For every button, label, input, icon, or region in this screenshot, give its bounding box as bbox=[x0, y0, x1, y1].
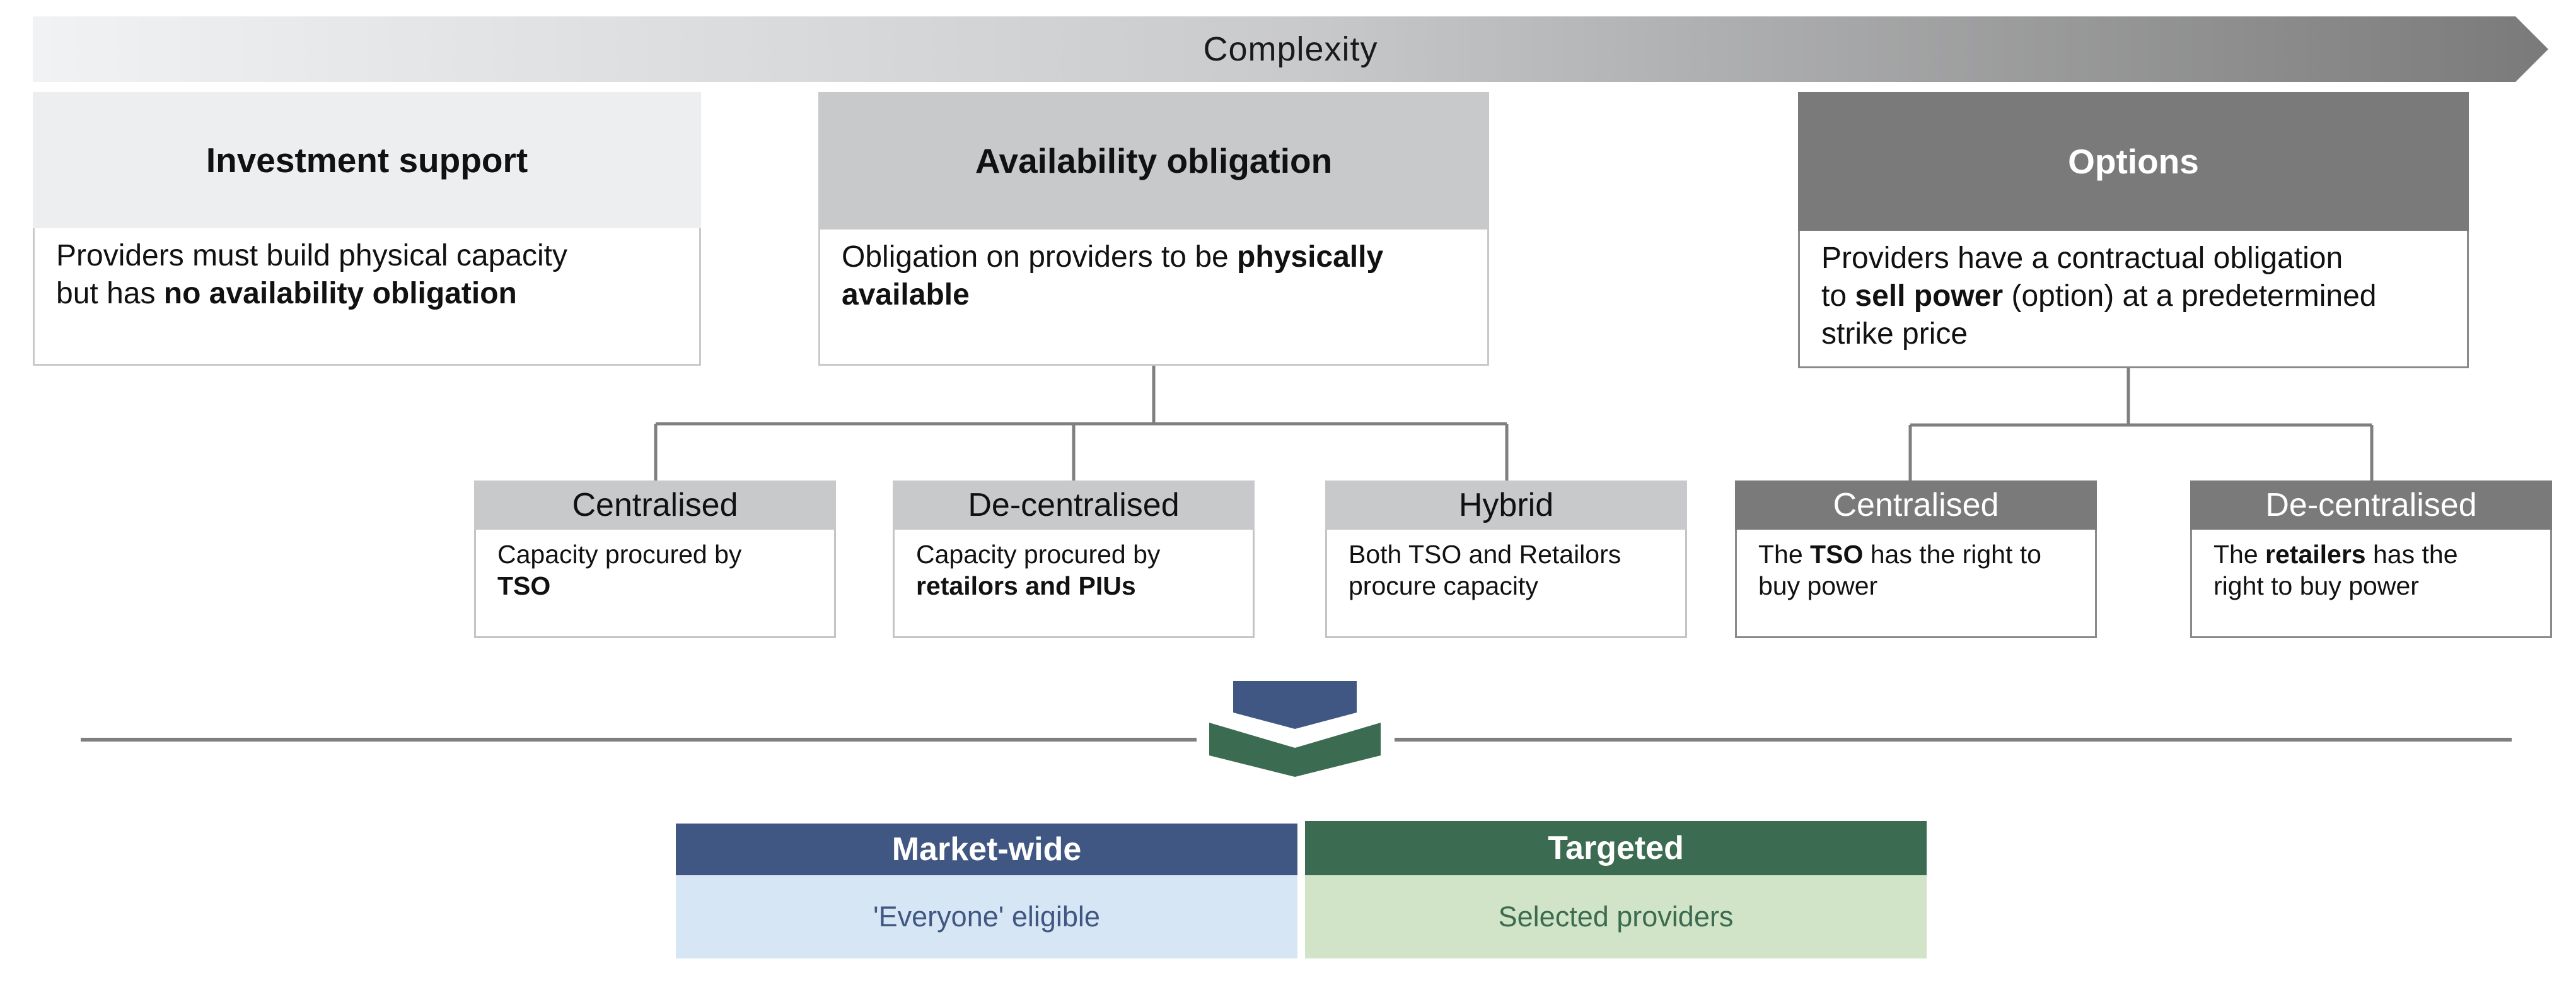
investment-support-box: Investment support Providers must build … bbox=[33, 92, 701, 366]
complexity-label: Complexity bbox=[1203, 30, 1378, 68]
complexity-arrow bbox=[33, 16, 2548, 82]
divider-with-chevrons bbox=[81, 681, 2512, 777]
targeted-box: Targeted Selected providers bbox=[1305, 821, 1927, 958]
availability-decentralised-title: De-centralised bbox=[893, 480, 1255, 530]
availability-obligation-description: Obligation on providers to be physically… bbox=[842, 240, 1384, 312]
chevron-down-icon-green bbox=[1209, 723, 1381, 777]
targeted-title: Targeted bbox=[1305, 821, 1927, 875]
options-title: Options bbox=[1798, 92, 2469, 231]
investment-support-title: Investment support bbox=[33, 92, 701, 228]
market-wide-title: Market-wide bbox=[676, 824, 1297, 875]
market-wide-description: 'Everyone' eligible bbox=[676, 875, 1297, 958]
availability-centralised-title: Centralised bbox=[474, 480, 836, 530]
targeted-description: Selected providers bbox=[1305, 875, 1927, 958]
options-box: Options Providers have a contractual obl… bbox=[1798, 92, 2469, 368]
chevron-down-icon-navy bbox=[1233, 681, 1357, 729]
options-centralised-title: Centralised bbox=[1735, 480, 2097, 530]
availability-obligation-title: Availability obligation bbox=[818, 92, 1489, 230]
options-decentralised-title: De-centralised bbox=[2190, 480, 2552, 530]
availability-hybrid-title: Hybrid bbox=[1325, 480, 1687, 530]
market-wide-box: Market-wide 'Everyone' eligible bbox=[676, 824, 1297, 958]
availability-obligation-box: Availability obligation Obligation on pr… bbox=[818, 92, 1489, 366]
